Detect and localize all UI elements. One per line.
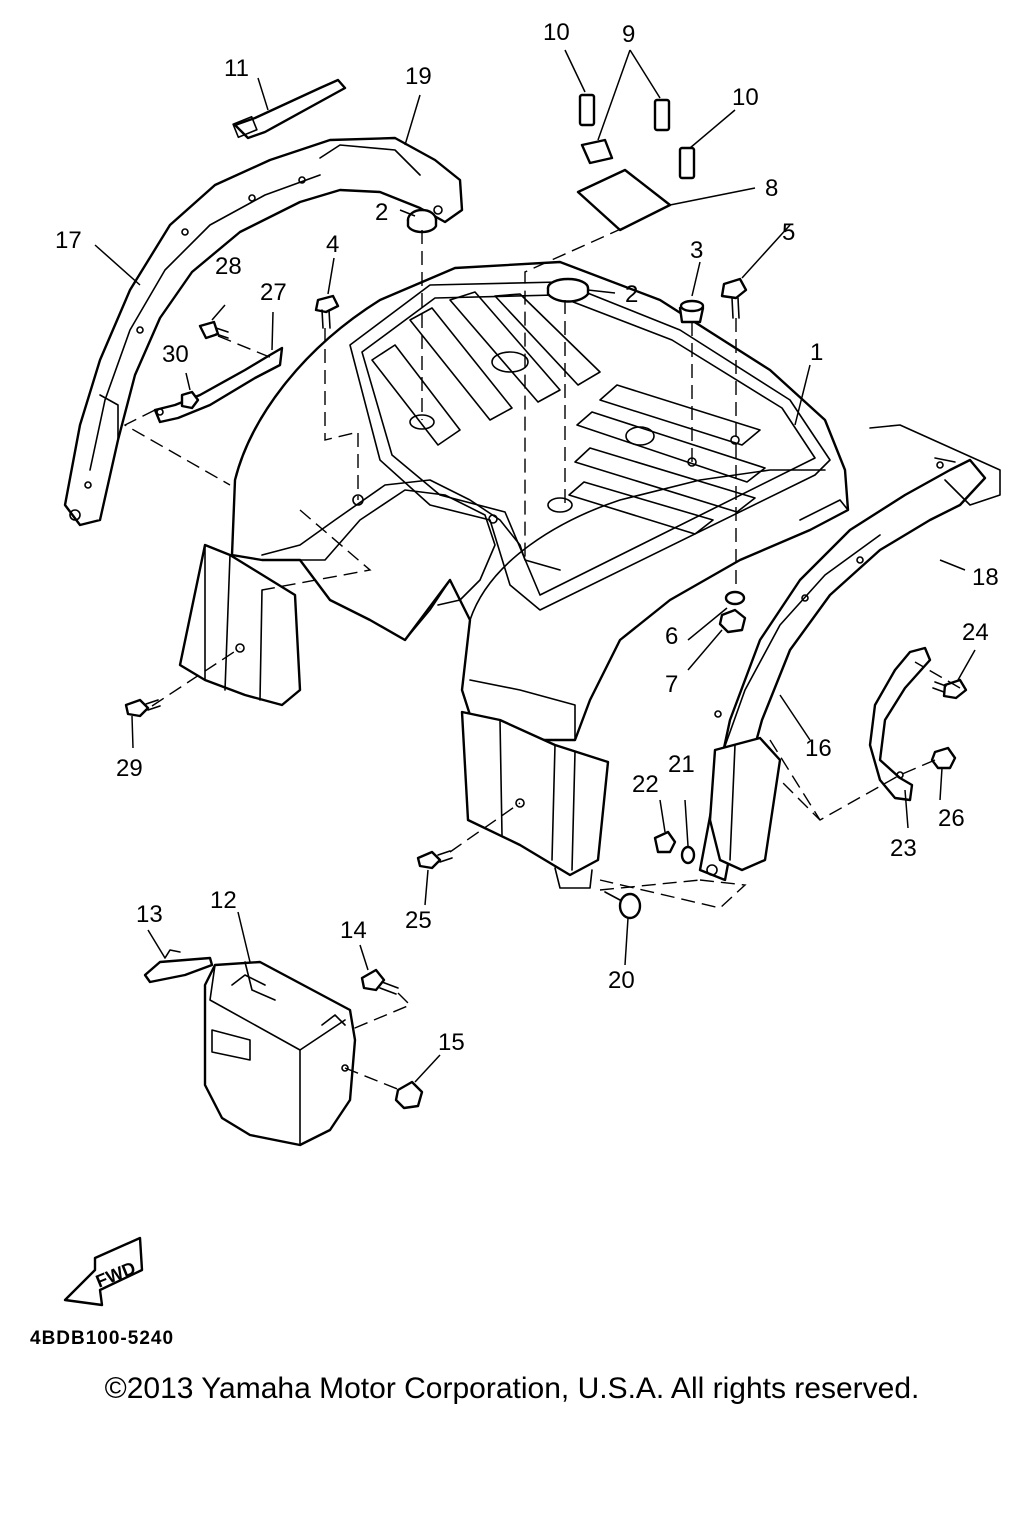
callout-19: 19 [405, 63, 432, 90]
callout-4: 4 [326, 231, 339, 258]
tool-box [203, 960, 357, 1147]
callout-17: 17 [55, 227, 82, 254]
leader-lines [94, 49, 976, 1091]
rear-fender [230, 260, 850, 742]
callout-15: 15 [438, 1029, 465, 1056]
right-mud-guard [708, 736, 782, 872]
callout-26: 26 [938, 805, 965, 832]
pad-group [578, 93, 696, 180]
callout-12: 12 [210, 887, 237, 914]
callout-16: 16 [805, 735, 832, 762]
callout-13: 13 [136, 901, 163, 928]
callout-2a: 2 [375, 199, 388, 226]
callout-25: 25 [405, 907, 432, 934]
callout-29: 29 [116, 755, 143, 782]
callout-10a: 10 [543, 19, 570, 46]
callout-3: 3 [690, 237, 703, 264]
callout-30: 30 [162, 341, 189, 368]
callout-1: 1 [810, 339, 823, 366]
callout-8: 8 [765, 175, 778, 202]
callout-23: 23 [890, 835, 917, 862]
callout-24: 24 [962, 619, 989, 646]
left-fender-flare [63, 136, 464, 527]
diagram-code: 4BDB100-5240 [30, 1328, 174, 1349]
callout-20: 20 [608, 967, 635, 994]
callout-14: 14 [340, 917, 367, 944]
callout-11: 11 [224, 55, 249, 82]
copyright-text: ©2013 Yamaha Motor Corporation, U.S.A. A… [104, 1372, 920, 1405]
left-mud-flap [178, 543, 302, 707]
plate [576, 168, 672, 232]
strap [232, 78, 347, 140]
callout-18: 18 [972, 564, 999, 591]
callout-9: 9 [622, 21, 635, 48]
callout-28: 28 [215, 253, 242, 280]
right-bracket [868, 646, 932, 802]
callout-27: 27 [260, 279, 287, 306]
callout-21: 21 [668, 751, 695, 778]
callout-10b: 10 [732, 84, 759, 111]
callout-6: 6 [665, 623, 678, 650]
tool-box-latch [143, 949, 214, 984]
callout-22: 22 [632, 771, 659, 798]
right-mud-flap [460, 710, 610, 889]
callout-numbers: 1 2 2 3 4 5 6 7 8 9 10 10 11 12 13 14 15… [55, 19, 999, 1056]
callout-7: 7 [665, 671, 678, 698]
fwd-arrow: FWD [63, 1236, 144, 1307]
fasteners [124, 208, 968, 1110]
callout-2b: 2 [625, 281, 638, 308]
callout-5: 5 [782, 219, 795, 246]
